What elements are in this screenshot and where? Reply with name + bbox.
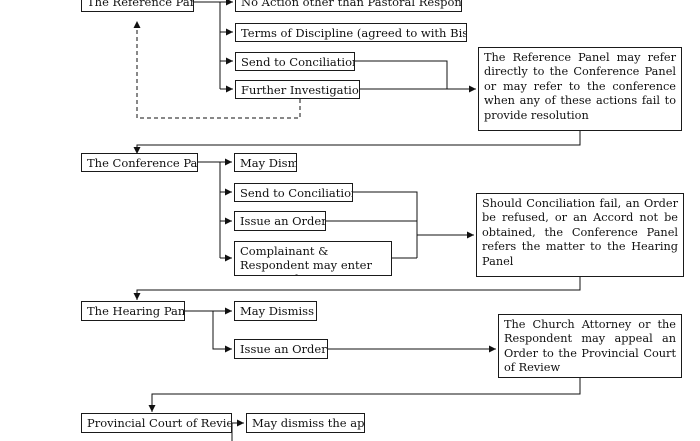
conference-action-issue-an-order: Issue an Order xyxy=(234,211,326,231)
conference-panel-note: Should Conciliation fail, an Order be re… xyxy=(476,193,684,277)
reference-action-further-investigation: Further Investigation xyxy=(235,80,360,99)
reference-panel-note: The Reference Panel may refer directly t… xyxy=(478,47,682,131)
reference-action-terms-of-discipline: Terms of Discipline (agreed to with Bish… xyxy=(235,23,467,42)
conference-action-may-dismiss: May Dismiss xyxy=(234,153,297,172)
conference-panel-box: The Conference Panel xyxy=(81,153,198,172)
hearing-panel-note: The Church Attorney or the Respondent ma… xyxy=(498,314,682,378)
reference-action-send-to-conciliation: Send to Conciliation xyxy=(235,52,355,71)
conference-action-send-to-conciliation: Send to Conciliation xyxy=(234,183,353,202)
reference-panel-box: The Reference Panel xyxy=(81,0,194,12)
reference-action-no-action: No Action other than Pastoral Response xyxy=(235,0,462,12)
provincial-action-may-dismiss-appeal: May dismiss the appeal xyxy=(246,413,365,433)
hearing-panel-box: The Hearing Panel xyxy=(81,301,185,321)
hearing-action-issue-an-order: Issue an Order xyxy=(234,339,328,359)
provincial-court-box: Provincial Court of Review xyxy=(81,413,232,433)
conference-action-enter-accord: Complainant & Respondent may enter an Ac… xyxy=(234,241,392,276)
hearing-action-may-dismiss: May Dismiss xyxy=(234,301,317,321)
